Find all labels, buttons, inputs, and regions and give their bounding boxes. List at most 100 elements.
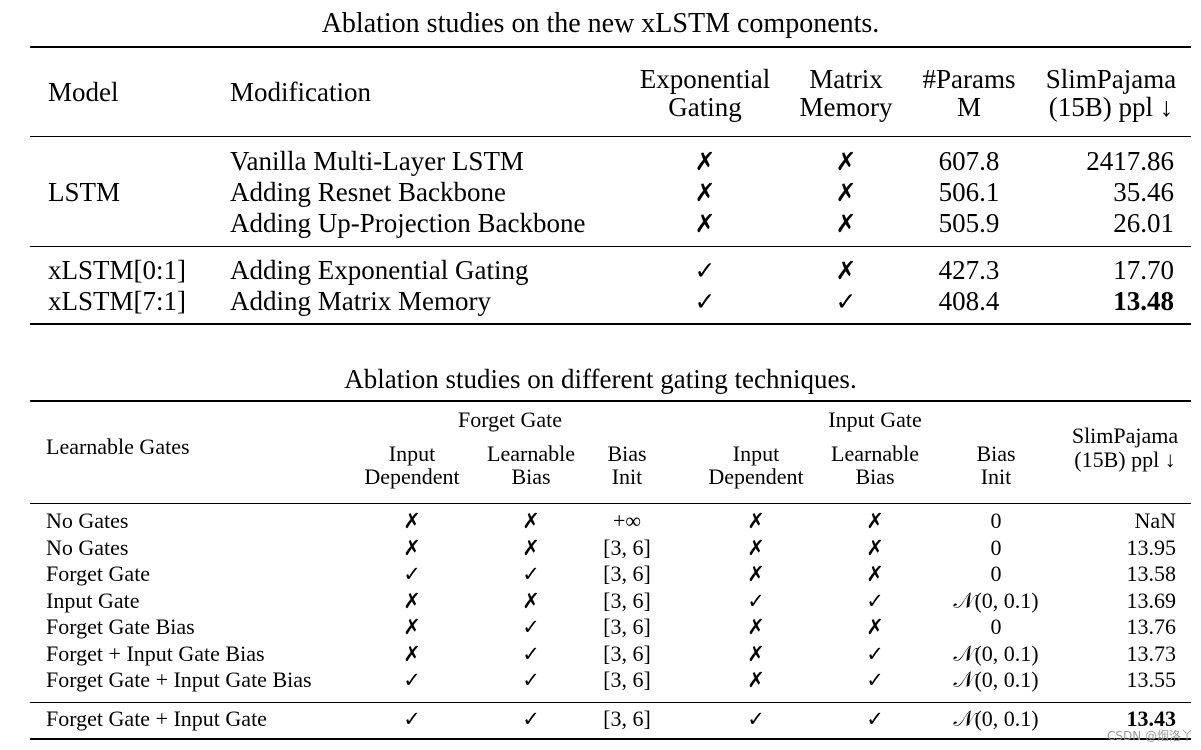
input-learnable-bias-mark: ✗ [866,535,884,560]
ppl-cell: 13.73 [1126,640,1177,666]
table2-header-i-learnable-bias-line1: Learnable [831,441,919,466]
table2-header-i-input-dependent-line1: Input [732,441,780,466]
input-learnable-bias-mark: ✓ [866,707,884,731]
forget-learnable-bias-mark: ✗ [522,535,540,560]
forget-input-dependent-mark: ✗ [403,535,421,560]
gates-name-cell: No Gates [46,508,129,533]
ppl-cell: 35.46 [1113,177,1174,207]
input-bias-init-cell: 𝒩(0, 0.1) [953,667,1039,692]
ppl-cell: 13.69 [1126,587,1177,613]
table1-header-ppl-line1: SlimPajama [1045,64,1177,94]
input-bias-init-cell: 0 [990,534,1002,560]
table1-header-ppl-line2: (15B) ppl ↓ [1048,92,1174,122]
gates-name-cell: Input Gate [46,587,140,613]
matrix-memory-mark: ✗ [835,178,857,207]
matrix-memory-mark: ✓ [835,287,857,316]
input-input-dependent-mark: ✗ [747,615,765,639]
input-learnable-bias-mark: ✓ [866,641,884,666]
table2-header-i-learnable-bias-line2: Bias [855,464,895,489]
ppl-cell: 13.58 [1126,561,1177,586]
gates-name-cell: Forget Gate + Input Gate [46,706,267,731]
table2-header-input-gate: Input Gate [828,407,922,432]
forget-bias-init-cell: [3, 6] [603,640,651,666]
input-bias-init-cell: 0 [990,614,1002,639]
matrix-memory-mark: ✗ [835,209,857,238]
table2-header-i-input-dependent-line2: Dependent [708,464,804,489]
exp-gating-mark: ✓ [694,256,716,285]
matrix-memory-mark: ✗ [835,256,857,285]
input-input-dependent-mark: ✗ [747,509,765,533]
table1-header-exp-gating-line2: Gating [668,92,742,122]
input-learnable-bias-mark: ✓ [866,668,884,692]
ppl-cell: 13.55 [1126,667,1177,692]
ppl-cell: 13.95 [1126,534,1177,560]
forget-input-dependent-mark: ✓ [403,668,421,692]
input-learnable-bias-mark: ✗ [866,509,884,533]
table2-header-f-input-dependent-line1: Input [388,441,436,466]
input-learnable-bias-mark: ✓ [866,588,884,613]
ppl-cell: 17.70 [1113,255,1174,285]
forget-bias-init-cell: [3, 6] [603,587,651,613]
table2-header-f-bias-init-line2: Init [611,464,643,489]
table2-header-f-learnable-bias-line2: Bias [511,464,551,489]
params-cell: 408.4 [938,286,1000,316]
ppl-cell: 13.76 [1126,614,1177,639]
table2-header-f-input-dependent-line2: Dependent [364,464,460,489]
forget-bias-init-cell: [3, 6] [603,561,651,586]
gates-name-cell: Forget Gate + Input Gate Bias [46,667,312,692]
table1-header-params-line1: #Params [922,64,1016,94]
input-bias-init-cell: 𝒩(0, 0.1) [953,587,1039,613]
table1-top-rule [30,46,1191,48]
table2-header-learnable-gates: Learnable Gates [46,434,190,459]
table2-final-rule [30,702,1191,703]
modification-cell: Adding Matrix Memory [230,286,491,316]
input-input-dependent-mark: ✗ [747,535,765,560]
gates-name-cell: Forget + Input Gate Bias [46,640,265,666]
input-input-dependent-mark: ✗ [747,668,765,692]
model-cell: xLSTM[0:1] [48,255,186,285]
forget-learnable-bias-mark: ✓ [522,668,540,692]
input-learnable-bias-mark: ✗ [866,615,884,639]
modification-cell: Adding Up-Projection Backbone [230,208,586,238]
table1-group-model-lstm: LSTM [48,177,121,207]
exp-gating-mark: ✗ [694,209,716,238]
input-bias-init-cell: 𝒩(0, 0.1) [953,640,1039,666]
table1-header-rule [30,136,1191,137]
table1-header-modification: Modification [230,77,371,107]
input-input-dependent-mark: ✗ [747,562,765,586]
ppl-cell: 26.01 [1113,208,1174,238]
watermark: CSDN @烟洛丫 [1106,729,1193,743]
input-bias-init-cell: 0 [990,561,1002,586]
model-cell: xLSTM[7:1] [48,286,186,316]
forget-learnable-bias-mark: ✓ [522,562,540,586]
table1-header-params-line2: M [956,92,981,122]
forget-bias-init-cell: [3, 6] [603,667,651,692]
table1-bottom-rule [30,323,1191,325]
table2-header-i-bias-init-line1: Bias [976,441,1016,466]
table2-bottom-rule [30,738,1191,740]
forget-learnable-bias-mark: ✗ [522,509,540,533]
input-bias-init-cell: 0 [990,508,1002,533]
table1-group-rule [30,246,1191,247]
table1-header-model: Model [48,77,119,107]
params-cell: 506.1 [938,177,1000,207]
forget-learnable-bias-mark: ✗ [522,588,540,613]
forget-learnable-bias-mark: ✓ [522,707,540,731]
forget-learnable-bias-mark: ✓ [522,641,540,666]
table1-caption: Ablation studies on the new xLSTM compon… [321,8,880,39]
table2-header-ppl-line2: (15B) ppl ↓ [1074,447,1176,472]
exp-gating-mark: ✗ [694,178,716,207]
table2-header-i-bias-init-line2: Init [980,464,1012,489]
forget-input-dependent-mark: ✓ [403,562,421,586]
modification-cell: Adding Resnet Backbone [230,177,506,207]
params-cell: 607.8 [938,146,1000,176]
forget-input-dependent-mark: ✗ [403,509,421,533]
ppl-cell: NaN [1134,508,1176,533]
input-bias-init-cell: 𝒩(0, 0.1) [953,706,1039,731]
params-cell: 427.3 [938,255,1000,285]
gates-name-cell: Forget Gate Bias [46,614,195,639]
input-learnable-bias-mark: ✗ [866,562,884,586]
forget-input-dependent-mark: ✗ [403,641,421,666]
matrix-memory-mark: ✗ [835,147,857,176]
